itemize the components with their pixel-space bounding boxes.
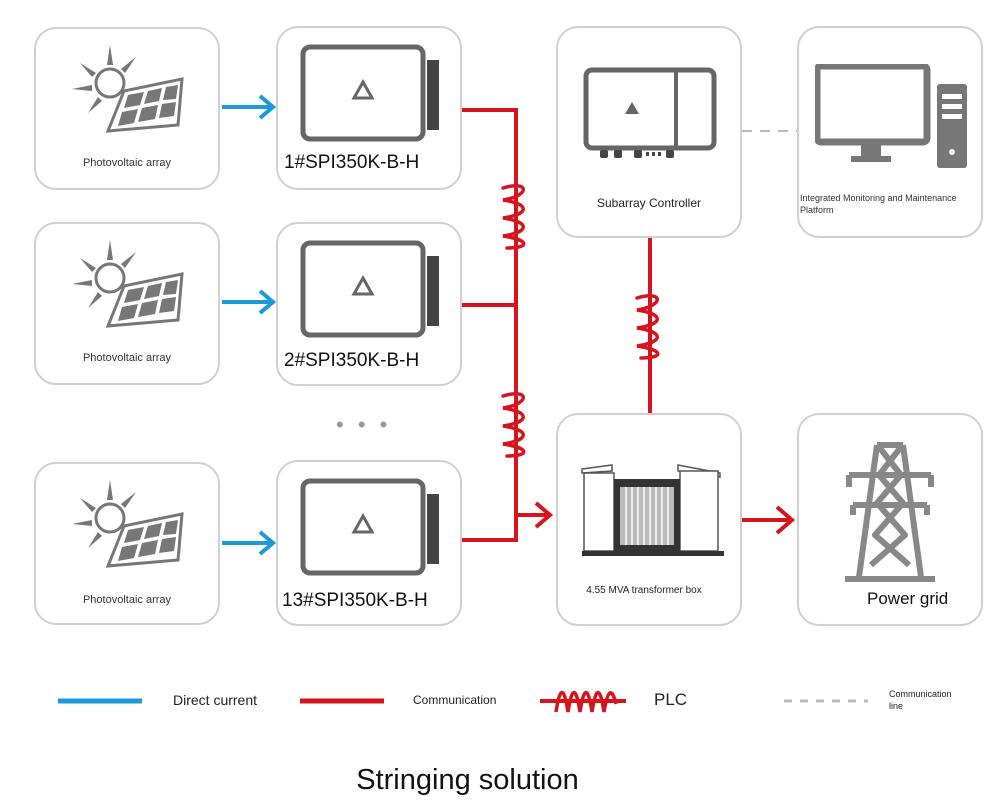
power-grid-label: Power grid bbox=[867, 589, 949, 608]
pv-array-label: Photovoltaic array bbox=[82, 594, 172, 606]
brand-logo-icon bbox=[351, 274, 375, 296]
transformer-icon bbox=[581, 464, 724, 556]
subarray-controller-label: Subarray Controller bbox=[596, 196, 702, 210]
legend-direct-current-label: Direct current bbox=[173, 692, 258, 708]
brand-logo-icon bbox=[351, 78, 375, 100]
legend-communication-label: Communication bbox=[413, 693, 497, 707]
transmission-tower-icon bbox=[845, 442, 935, 582]
dc-arrow-icon bbox=[258, 94, 277, 120]
pv-array-box-13[interactable]: Photovoltaic array bbox=[34, 462, 220, 625]
legend-plc-swatch bbox=[540, 690, 626, 713]
plc-coil-icon bbox=[501, 184, 526, 250]
solar-panel-icon bbox=[72, 240, 184, 328]
more-inverters-ellipsis: • • • bbox=[336, 412, 392, 437]
inverter-model-label: 2#SPI350K-B-H bbox=[284, 350, 450, 372]
pv-array-box-2[interactable]: Photovoltaic array bbox=[34, 222, 220, 385]
solar-panel-icon bbox=[72, 45, 184, 133]
subarray-controller-box[interactable]: Subarray Controller bbox=[556, 26, 742, 238]
bus-line-inverter-1 bbox=[462, 108, 518, 515]
monitoring-platform-label: Integrated Monitoring and Maintenance Pl… bbox=[800, 193, 957, 215]
pv-array-label: Photovoltaic array bbox=[82, 157, 172, 169]
diagram-title: Stringing solution bbox=[356, 764, 579, 796]
transformer-box[interactable]: 4.55 MVA transformer box bbox=[556, 413, 742, 626]
solar-panel-icon bbox=[72, 480, 184, 568]
monitoring-platform-box[interactable]: Integrated Monitoring and Maintenance Pl… bbox=[797, 26, 983, 238]
inverter-box-2[interactable]: 2#SPI350K-B-H bbox=[276, 222, 462, 386]
bus-line-inverter-13 bbox=[462, 515, 518, 542]
controller-icon bbox=[583, 67, 717, 158]
inverter-model-label: 13#SPI350K-B-H bbox=[282, 590, 458, 612]
inverter-icon bbox=[300, 240, 439, 338]
plc-coil-icon bbox=[501, 392, 526, 458]
dc-arrow-icon bbox=[258, 289, 277, 315]
arrow-to-transformer-icon bbox=[534, 501, 554, 529]
pv-array-box-1[interactable]: Photovoltaic array bbox=[34, 27, 220, 190]
legend-communication-line-label: Communication line bbox=[889, 689, 952, 711]
plc-coil-icon bbox=[635, 294, 660, 360]
dc-arrow-icon bbox=[258, 530, 277, 556]
inverter-box-1[interactable]: 1#SPI350K-B-H bbox=[276, 26, 462, 190]
inverter-box-13[interactable]: 13#SPI350K-B-H bbox=[276, 460, 462, 626]
inverter-icon bbox=[300, 478, 439, 576]
transformer-label: 4.55 MVA transformer box bbox=[586, 585, 702, 596]
computer-icon bbox=[815, 64, 967, 168]
inverter-icon bbox=[300, 44, 439, 142]
arrow-to-grid-icon bbox=[775, 505, 796, 535]
inverter-model-label: 1#SPI350K-B-H bbox=[284, 152, 450, 174]
brand-logo-icon bbox=[351, 512, 375, 534]
power-grid-box[interactable]: Power grid bbox=[797, 413, 983, 626]
legend-plc-label: PLC bbox=[654, 690, 688, 709]
pv-array-label: Photovoltaic array bbox=[82, 352, 172, 364]
legend-symbols bbox=[58, 690, 868, 713]
